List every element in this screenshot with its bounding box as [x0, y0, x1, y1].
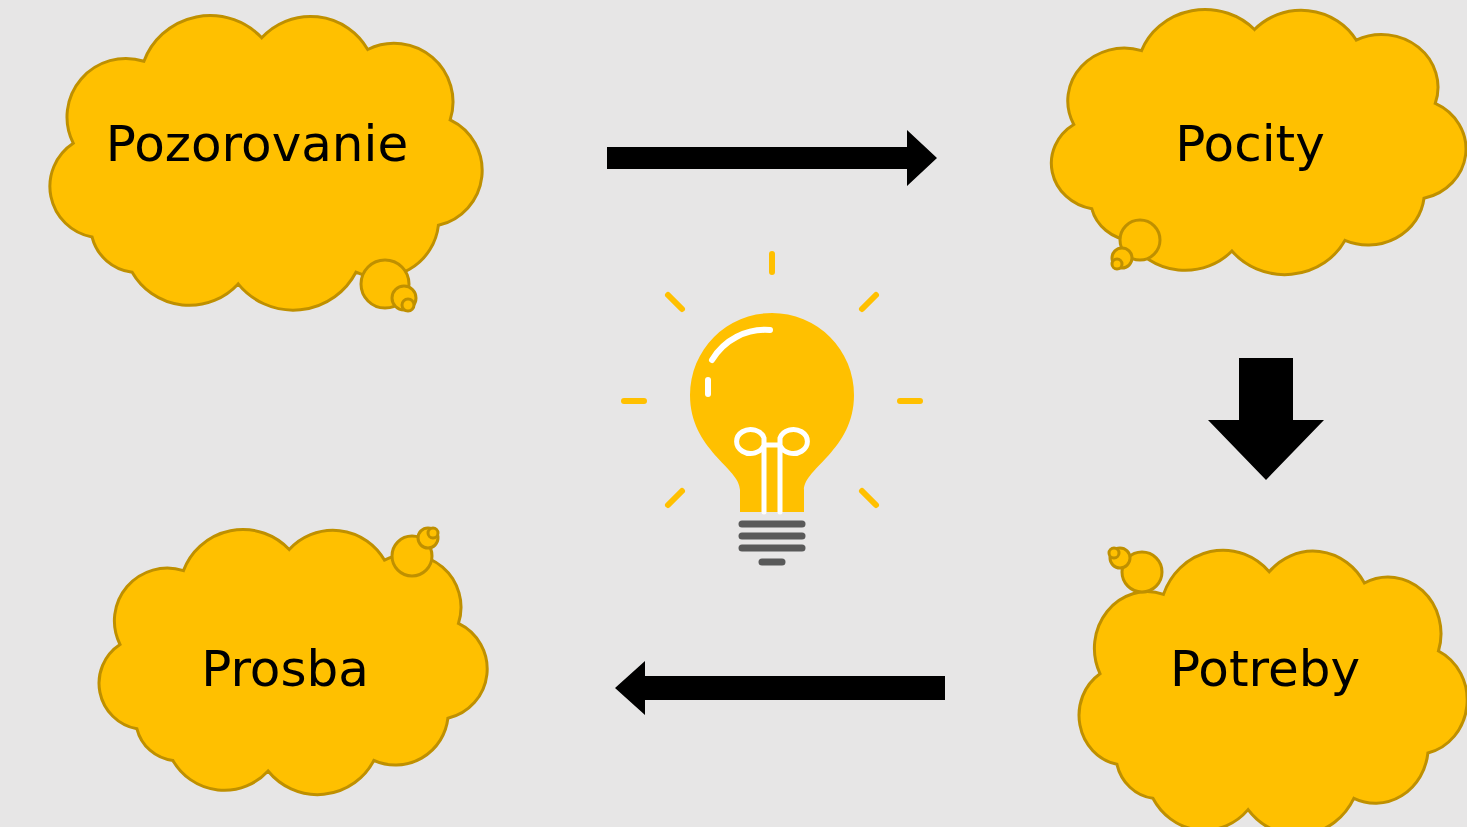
base-ring — [742, 545, 802, 552]
thought-bubble — [428, 528, 438, 538]
cloud-shape — [50, 16, 482, 311]
thought-bubbles — [361, 220, 1162, 592]
node-label: Pozorovanie — [106, 116, 408, 174]
arrow-shape — [1208, 358, 1324, 480]
base-tip — [762, 559, 782, 566]
ray — [668, 295, 682, 309]
thought-bubble — [402, 299, 414, 311]
thought-bubble — [1110, 548, 1130, 568]
ray — [769, 254, 775, 272]
thought-cloud: Prosba — [65, 520, 505, 790]
ray — [862, 491, 876, 505]
ray — [900, 398, 920, 404]
ray — [862, 295, 876, 309]
thought-bubble — [392, 286, 416, 310]
base-ring — [742, 533, 802, 540]
thought-bubble — [1112, 259, 1122, 269]
cloud-shape — [1079, 550, 1467, 827]
filament — [737, 430, 808, 513]
flow-arrow — [607, 130, 937, 186]
thought-cloud: Pozorovanie — [12, 5, 502, 305]
thought-bubble — [1112, 248, 1132, 268]
bulb-filament — [737, 430, 808, 513]
flow-arrow — [1208, 358, 1324, 480]
bulb-glass — [690, 313, 854, 512]
node-label: Potreby — [1170, 641, 1360, 699]
bulb-base — [742, 524, 802, 562]
arrow-shape — [607, 130, 937, 186]
cloud-shape — [99, 530, 487, 795]
bulb-highlight — [712, 330, 770, 360]
thought-cloud: Pocity — [1015, 0, 1467, 270]
bulb-highlight — [705, 380, 711, 394]
thought-bubble — [1109, 548, 1119, 558]
ray — [668, 491, 682, 505]
ray — [624, 398, 644, 404]
node-label: Prosba — [201, 641, 369, 699]
node-label: Pocity — [1175, 116, 1325, 174]
base-ring — [742, 521, 802, 528]
arrow-shape — [615, 661, 945, 715]
cloud-shape — [1051, 10, 1466, 275]
thought-cloud: Potreby — [1045, 540, 1467, 827]
flow-arrow — [615, 661, 945, 715]
thought-bubble — [418, 528, 438, 548]
light-bulb-icon — [624, 254, 920, 562]
